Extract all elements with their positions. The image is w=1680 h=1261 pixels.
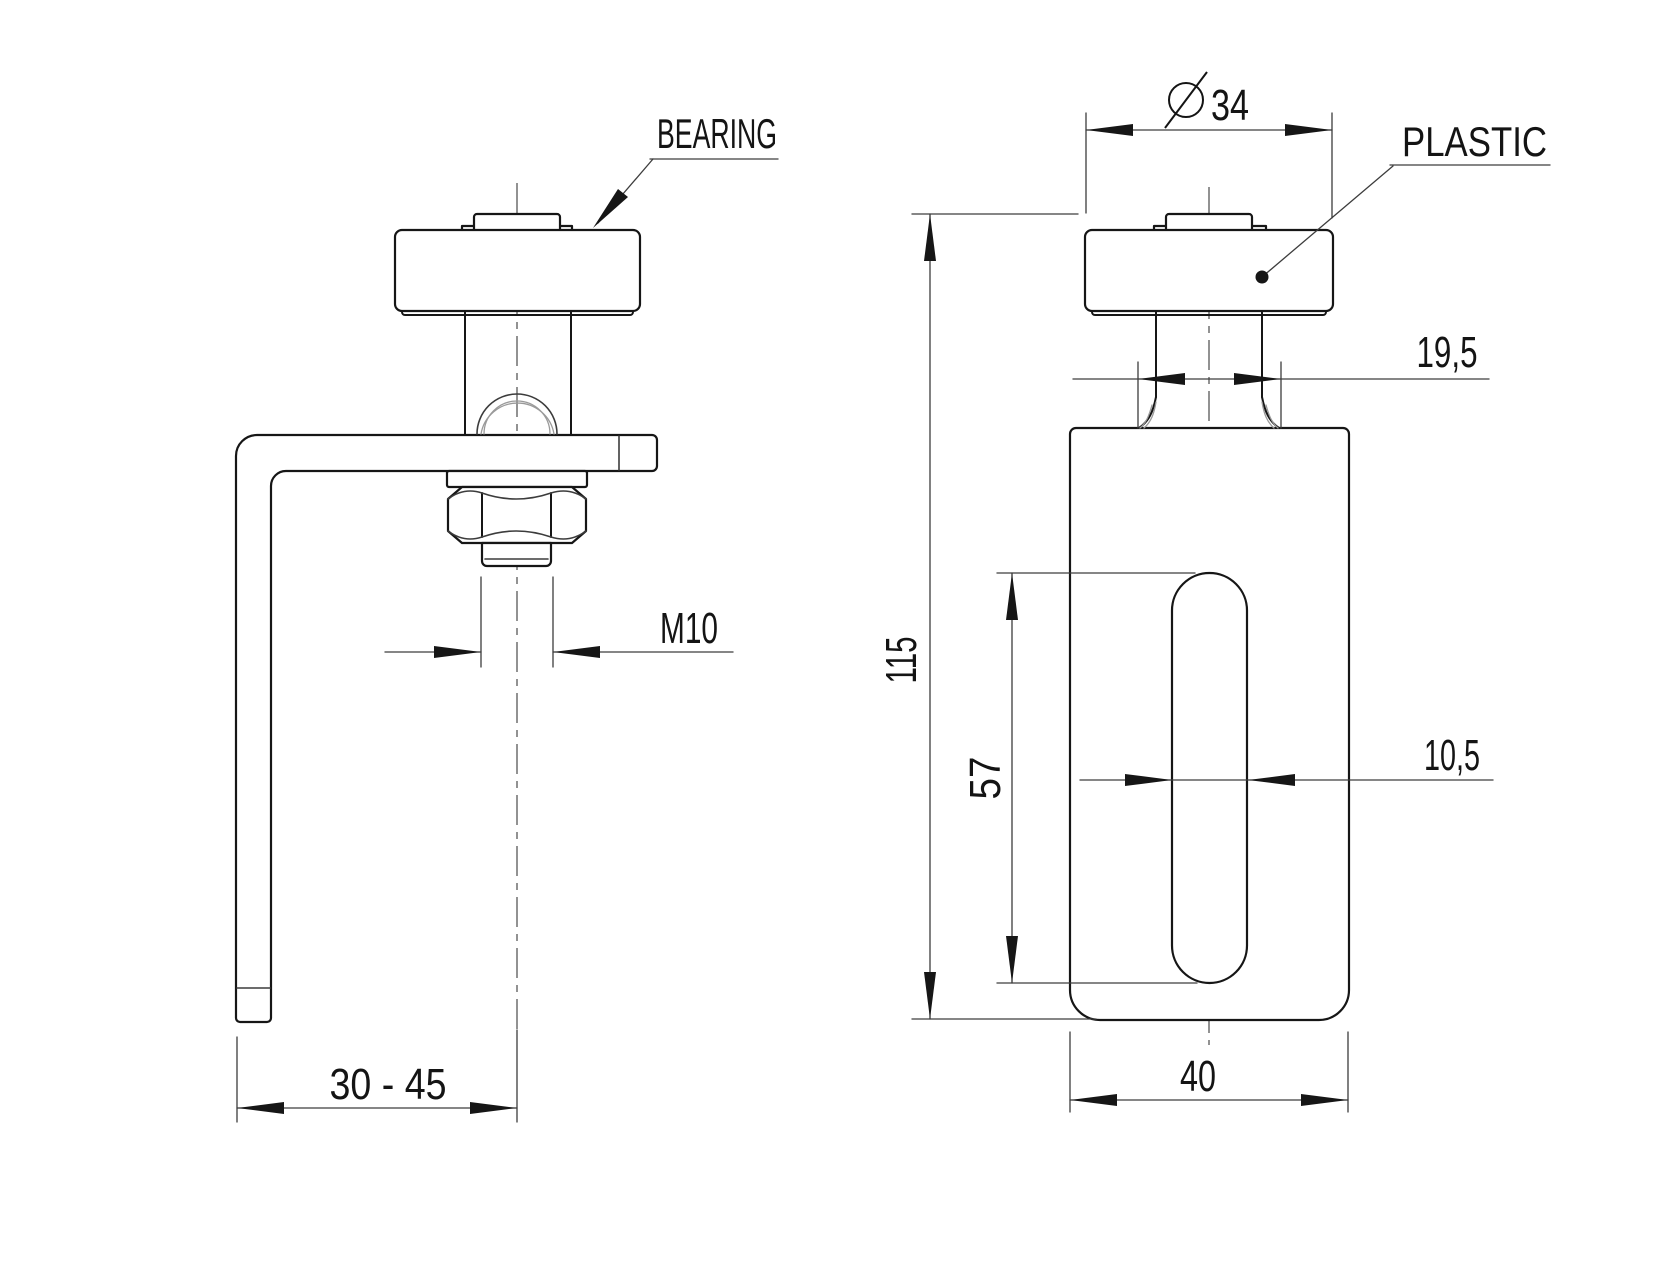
nut-boss [480,541,553,568]
bearing-label: BEARING [657,110,777,157]
hex-nut [446,485,588,545]
collar-outer-arc [476,393,558,435]
dimension-19-5: 19,5 [1072,328,1490,429]
body-width-arrow-left [1070,1094,1117,1106]
dia34-arrow-left [1086,124,1133,136]
body-width-arrow-right [1301,1094,1348,1106]
diameter-icon [1164,71,1208,129]
nut-chamfer-top [447,490,587,500]
bearing-callout: BEARING [593,110,779,228]
m10-arrow-left [434,646,481,658]
height-arrow-bottom [924,972,936,1019]
left-view: M10 30 - 45 BEARING [234,110,779,1123]
body-slot [1170,571,1249,985]
plastic-roller [1083,228,1335,313]
washer [445,469,589,489]
offset-arrow-left [237,1102,284,1114]
right-view: 34 19,5 115 57 [877,71,1551,1113]
bearing-wheel [393,228,642,313]
slot-width-arrow-right [1248,774,1295,786]
offset-dim-text: 30 - 45 [330,1060,447,1109]
slot-width-arrow-left [1125,774,1172,786]
dimension-115: 115 [877,213,1097,1020]
plastic-leader-line [1261,165,1394,278]
dia34-dim-text: 34 [1211,81,1249,130]
slot-arrow-bottom [1006,936,1018,983]
slot-width-dim-text: 10,5 [1424,731,1480,780]
m10-arrow-right [553,646,600,658]
plastic-label: PLASTIC [1402,118,1547,165]
collar-inner-arc [483,400,551,435]
slot-arrow-top [1006,573,1018,620]
dimension-m10: M10 [384,576,734,668]
dia34-arrow-right [1285,124,1332,136]
offset-arrow-right [470,1102,517,1114]
l-bracket [234,433,659,1024]
m10-dim-text: M10 [660,604,718,653]
dimension-57: 57 [961,572,1198,984]
slot-dim-text: 57 [961,757,1010,800]
height-dim-text: 115 [877,637,926,684]
dimension-40: 40 [1069,1031,1349,1113]
height-arrow-top [924,214,936,261]
bearing-bottom-lip [401,310,634,316]
shaft-arrow-right [1234,373,1281,385]
bearing-leader-arrow [593,189,628,228]
roller-bottom-lip [1091,310,1327,316]
plastic-leader-dot [1255,270,1269,284]
dimension-dia34: 34 [1085,71,1333,219]
shaft-dim-text: 19,5 [1417,328,1478,377]
flare-left-inner [1139,401,1157,429]
nut-chamfer-bottom [447,530,587,540]
dimension-30-45: 30 - 45 [236,1036,518,1123]
body-width-dim-text: 40 [1180,1052,1216,1101]
flare-right-inner [1261,401,1279,429]
shaft-arrow-left [1138,373,1185,385]
plastic-callout: PLASTIC [1255,118,1551,284]
dimension-10-5: 10,5 [1079,731,1494,786]
